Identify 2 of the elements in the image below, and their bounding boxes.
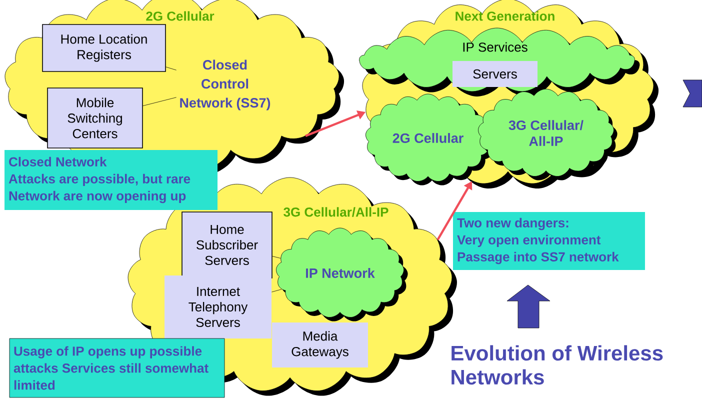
note-box: Two new dangers: Very open environment Passage into SS7 network [453, 212, 645, 270]
title: Evolution of Wireless Networks [452, 345, 663, 385]
